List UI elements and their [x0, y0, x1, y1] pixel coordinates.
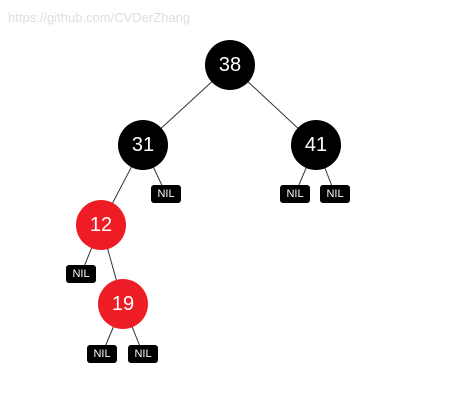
node-key: 41 — [305, 134, 327, 156]
nil-box — [151, 185, 181, 203]
node-circle — [118, 120, 168, 170]
nil-label: NIL — [93, 348, 110, 360]
tree-node-31: 31 — [118, 120, 168, 170]
node-circle — [291, 120, 341, 170]
nil-box — [128, 345, 158, 363]
nil-leaf-19-left: NIL — [87, 345, 117, 363]
tree-node-12: 12 — [76, 200, 126, 250]
nil-label: NIL — [134, 348, 151, 360]
node-key: 12 — [90, 214, 112, 236]
node-circle — [98, 279, 148, 329]
nil-label: NIL — [157, 188, 174, 200]
node-circle — [205, 40, 255, 90]
nil-box — [320, 185, 350, 203]
nil-leaf-12-left: NIL — [66, 265, 96, 283]
node-key: 31 — [132, 134, 154, 156]
watermark-text: https://github.com/CVDerZhang — [8, 10, 190, 25]
nil-label: NIL — [326, 188, 343, 200]
nil-leaf-41-left: NIL — [280, 185, 310, 203]
nil-label: NIL — [286, 188, 303, 200]
nil-box — [66, 265, 96, 283]
nil-leaf-41-right: NIL — [320, 185, 350, 203]
tree-node-38: 38 — [205, 40, 255, 90]
nil-box — [280, 185, 310, 203]
node-key: 38 — [219, 54, 241, 76]
node-circle — [76, 200, 126, 250]
nil-leaf-19-right: NIL — [128, 345, 158, 363]
nil-label: NIL — [72, 268, 89, 280]
nil-leaf-31-right: NIL — [151, 185, 181, 203]
tree-node-19: 19 — [98, 279, 148, 329]
node-key: 19 — [112, 293, 134, 315]
nil-box — [87, 345, 117, 363]
tree-node-41: 41 — [291, 120, 341, 170]
tree-nodes: 38 31 41 12 19 — [76, 40, 341, 329]
nil-leaves: NIL NIL NIL NIL NIL NIL — [66, 185, 350, 363]
